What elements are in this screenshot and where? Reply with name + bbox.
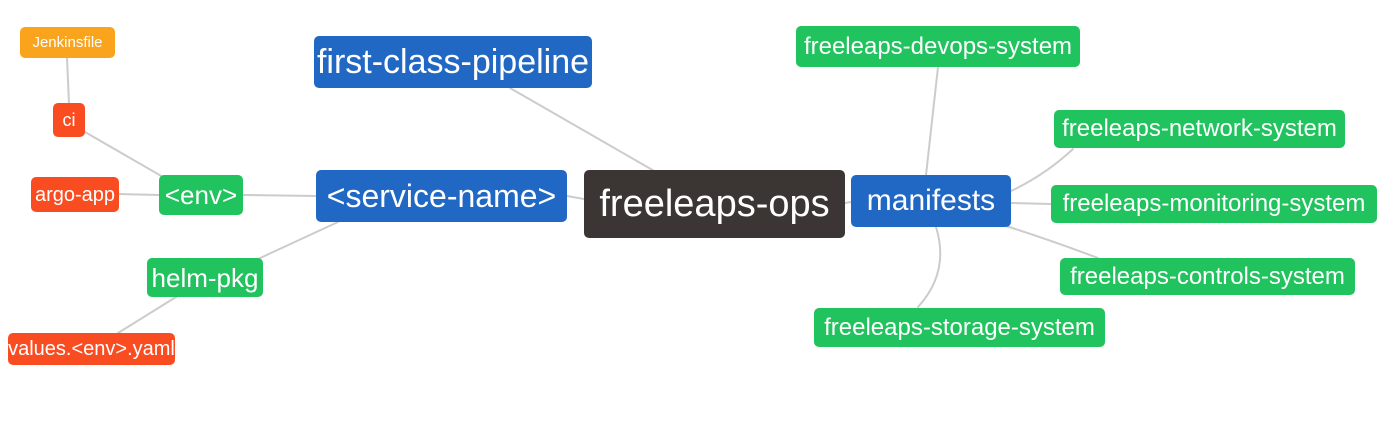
edge-manifests-storage [917,226,942,308]
node-storage-system-label: freeleaps-storage-system [824,313,1095,341]
node-freeleaps-ops[interactable]: freeleaps-ops [584,170,845,238]
node-jenkinsfile[interactable]: Jenkinsfile [20,27,115,58]
edge-manifests-devops [925,66,939,176]
node-manifests[interactable]: manifests [851,175,1011,227]
edge-manifests-monitoring [1010,202,1052,205]
node-argo-app[interactable]: argo-app [31,177,119,212]
edge-manifests-network [1010,148,1074,192]
node-first-class-pipeline[interactable]: first-class-pipeline [314,36,592,88]
edge-env-servicename [242,194,318,197]
node-ci[interactable]: ci [53,103,85,137]
node-jenkinsfile-label: Jenkinsfile [32,34,103,51]
node-freeleaps-network-system[interactable]: freeleaps-network-system [1054,110,1345,148]
node-network-system-label: freeleaps-network-system [1062,115,1337,142]
node-service-name[interactable]: <service-name> [316,170,567,222]
node-values-env-yaml[interactable]: values.<env>.yaml [8,333,175,365]
edge-servicename-helmpkg [257,221,339,260]
edge-ci-env [84,131,164,178]
node-ci-label: ci [62,110,76,130]
edge-ops-manifests [844,201,852,204]
edge-pipeline-ops [509,87,657,173]
node-env[interactable]: <env> [159,175,243,215]
node-freeleaps-ops-label: freeleaps-ops [599,183,830,225]
node-service-name-label: <service-name> [326,178,557,214]
node-env-label: <env> [164,180,238,210]
node-controls-system-label: freeleaps-controls-system [1070,262,1345,290]
node-first-class-pipeline-label: first-class-pipeline [316,43,590,81]
node-freeleaps-storage-system[interactable]: freeleaps-storage-system [814,308,1105,347]
node-monitoring-system-label: freeleaps-monitoring-system [1062,190,1366,217]
node-devops-system-label: freeleaps-devops-system [803,32,1073,60]
edge-servicename-ops [566,195,585,200]
edge-argoapp-env [118,193,161,196]
node-freeleaps-devops-system[interactable]: freeleaps-devops-system [796,26,1080,67]
node-manifests-label: manifests [866,184,996,217]
node-freeleaps-controls-system[interactable]: freeleaps-controls-system [1060,258,1355,295]
edge-helmpkg-values [117,296,177,334]
node-values-env-yaml-label: values.<env>.yaml [8,338,175,360]
node-freeleaps-monitoring-system[interactable]: freeleaps-monitoring-system [1051,185,1377,223]
node-helm-pkg-label: helm-pkg [151,262,259,293]
edge-manifests-controls [1005,225,1099,259]
edge-jenkinsfile-ci [66,56,70,105]
node-helm-pkg[interactable]: helm-pkg [147,258,263,297]
node-argo-app-label: argo-app [34,183,116,206]
